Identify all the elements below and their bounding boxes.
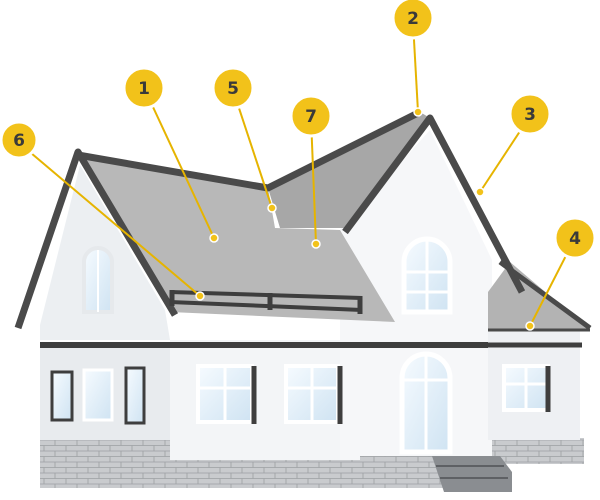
callout-3-label: 3 (524, 105, 536, 125)
leader-line-5 (232, 89, 273, 209)
snow-guard (169, 290, 363, 314)
roof (14, 108, 592, 348)
callout-1-label: 1 (138, 79, 150, 99)
callout-4: 4 (553, 216, 597, 260)
callout-1: 1 (122, 66, 166, 110)
callout-badges: 1 2 3 4 5 6 7 (0, 0, 597, 260)
callout-7-label: 7 (305, 107, 317, 127)
leader-line-1 (145, 91, 215, 239)
callout-7: 7 (289, 94, 333, 138)
callout-2: 2 (391, 0, 435, 40)
callout-3: 3 (508, 92, 552, 136)
callout-6-label: 6 (13, 131, 25, 151)
leader-line-7 (310, 117, 317, 245)
callout-5: 5 (211, 66, 255, 110)
windows (50, 236, 551, 425)
callout-2-label: 2 (407, 9, 419, 29)
entrance (360, 351, 512, 492)
callout-4-label: 4 (569, 229, 581, 249)
leader-dots (195, 107, 535, 331)
callout-5-label: 5 (227, 79, 239, 99)
leader-line-6 (17, 141, 201, 297)
callout-6: 6 (0, 120, 39, 160)
